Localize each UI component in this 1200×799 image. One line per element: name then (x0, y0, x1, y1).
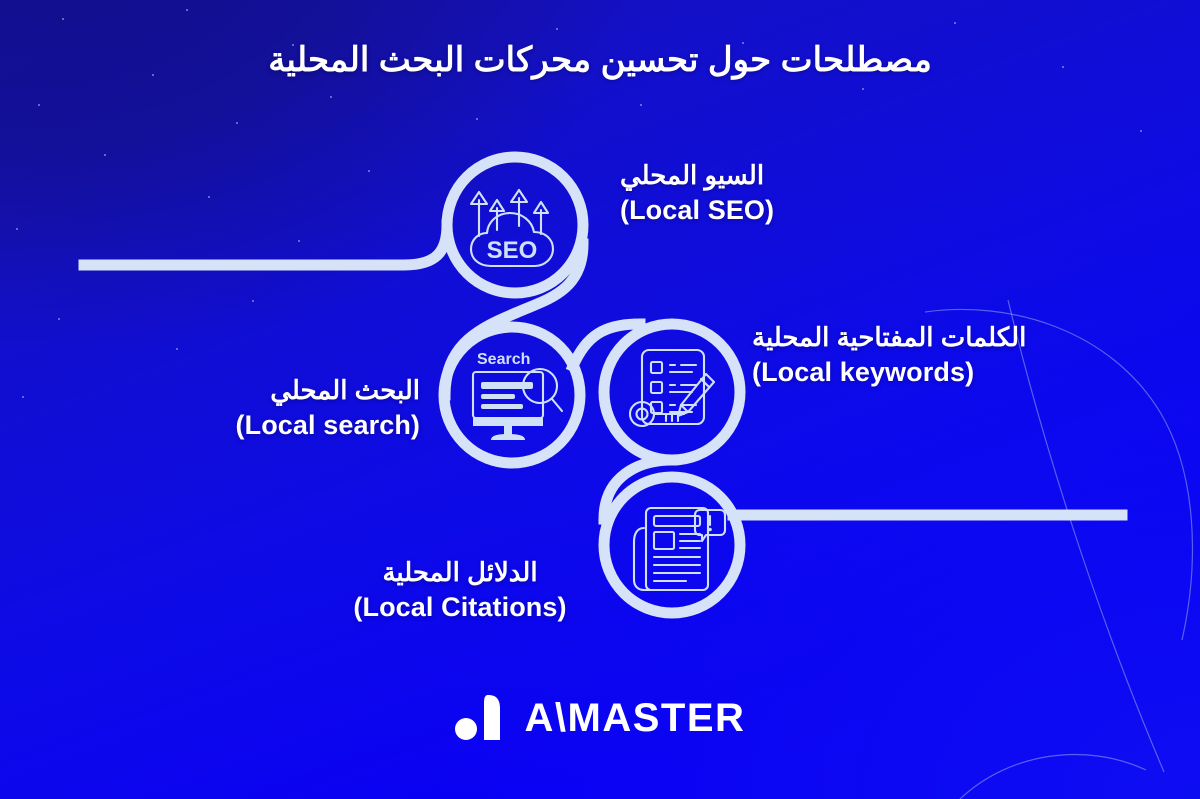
star-speck (298, 240, 300, 242)
star-speck (186, 9, 188, 11)
connector-left-tail (78, 219, 453, 271)
newspaper-alert-bubble-icon (632, 506, 727, 592)
newspaper-headline (652, 514, 702, 528)
monitor-search-magnifier-icon: Search (471, 351, 564, 440)
star-speck (176, 348, 178, 350)
star-speck (58, 318, 60, 320)
star-speck (208, 196, 210, 198)
star-speck (556, 28, 558, 30)
label-local-citations: الدلائل المحلية (Local Citations) (290, 557, 630, 624)
aimaster-triangle-dot-mark (454, 695, 500, 740)
monitor-foot (491, 434, 525, 440)
newspaper-photo (652, 530, 676, 551)
label-local-keywords-en: (Local keywords) (752, 357, 975, 388)
star-speck (368, 170, 370, 172)
star-speck (22, 396, 24, 398)
star-speck (640, 104, 642, 106)
monitor-base (473, 418, 543, 426)
label-local-seo-en: (Local SEO) (620, 195, 775, 226)
cloud-shape (469, 211, 555, 268)
key-shape (628, 400, 686, 428)
newspaper-sheet (644, 506, 710, 592)
star-speck (252, 300, 254, 302)
cloud-seo-arrows-icon: SEO (469, 188, 555, 268)
label-local-citations-en: (Local Citations) (353, 592, 567, 623)
checklist-document (640, 348, 706, 426)
magnifier-lens (521, 367, 559, 405)
alert-speech-bubble (693, 508, 727, 543)
label-local-seo: السيو المحلي (Local SEO) (620, 160, 950, 227)
star-speck (120, 262, 122, 264)
label-local-search-en: (Local search) (235, 410, 420, 441)
search-bar-line (481, 382, 533, 389)
label-local-citations-ar: الدلائل المحلية (382, 557, 538, 587)
star-speck (62, 18, 64, 20)
star-speck (330, 96, 332, 98)
label-local-search: البحث المحلي (Local search) (90, 375, 420, 442)
arrow-up-4 (532, 200, 550, 236)
newspaper-back-roll (632, 526, 654, 592)
result-line-1 (481, 394, 515, 399)
search-icon-text: Search (477, 351, 530, 368)
label-local-keywords-ar: الكلمات المفتاحية المحلية (752, 322, 1027, 352)
checkbox-1 (649, 360, 664, 375)
magnifier-handle (550, 397, 564, 413)
pencil-shape (676, 372, 716, 418)
brand-logo: A\MASTER (0, 695, 1200, 741)
label-local-keywords: الكلمات المفتاحية المحلية (Local keyword… (752, 322, 1112, 389)
label-local-search-ar: البحث المحلي (270, 375, 420, 405)
result-line-2 (481, 404, 523, 409)
arrow-up-1 (469, 190, 489, 238)
star-speck (1140, 130, 1142, 132)
label-local-seo-ar: السيو المحلي (620, 160, 765, 190)
monitor-neck (504, 426, 512, 434)
star-speck (16, 228, 18, 230)
seo-icon-text: SEO (487, 237, 538, 264)
star-speck (476, 118, 478, 120)
arrow-up-3 (509, 188, 529, 228)
star-speck (954, 22, 956, 24)
star-speck (236, 122, 238, 124)
page-title: مصطلحات حول تحسين محركات البحث المحلية (268, 41, 932, 79)
brand-logo-text: A\MASTER (524, 695, 746, 740)
checkbox-2 (649, 380, 664, 395)
star-speck (104, 154, 106, 156)
hairline-curve-3 (959, 753, 1147, 799)
arrow-up-2 (488, 198, 506, 232)
star-speck (862, 88, 864, 90)
star-speck (38, 104, 40, 106)
checklist-pencil-key-icon (628, 348, 716, 428)
